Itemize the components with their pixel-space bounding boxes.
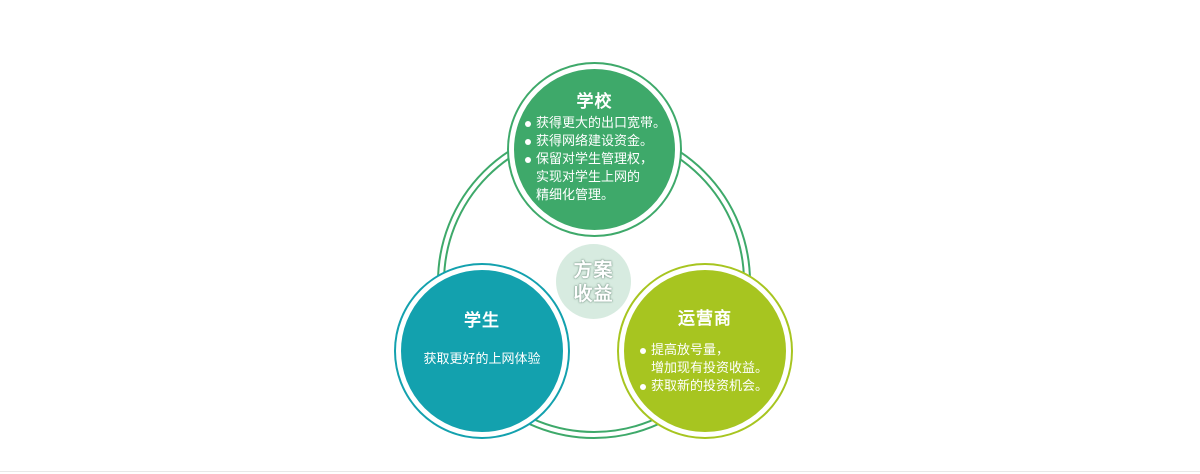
- bottom-divider: [0, 471, 1200, 472]
- school-title: 学校: [576, 92, 613, 112]
- operator-benefit-text: 提高放号量，: [651, 343, 730, 358]
- school-benefit-item: 获得网络建设资金。: [525, 133, 666, 151]
- student-benefit-text: 获取更好的上网体验: [423, 352, 541, 367]
- center-label-line1: 方案: [573, 258, 614, 281]
- school-circle: 学校 获得更大的出口宽带。 获得网络建设资金。 保留对学生管理权， 实现对学生上…: [509, 64, 680, 235]
- school-benefit-item: 保留对学生管理权， 实现对学生上网的 精细化管理。: [525, 151, 666, 205]
- school-benefit-item: 获得更大的出口宽带。: [525, 115, 666, 133]
- operator-title: 运营商: [678, 309, 732, 329]
- student-circle: 学生 获取更好的上网体验: [396, 265, 568, 437]
- operator-circle: 运营商 提高放号量， 增加现有投资收益。 获取新的投资机会。: [619, 265, 791, 437]
- operator-benefit-item: 获取新的投资机会。: [640, 378, 768, 396]
- school-benefit-text: 精细化管理。: [536, 188, 615, 203]
- operator-benefit-list: 提高放号量， 增加现有投资收益。 获取新的投资机会。: [640, 342, 768, 396]
- school-benefit-text: 实现对学生上网的: [536, 170, 641, 185]
- student-title: 学生: [464, 311, 500, 331]
- operator-benefit-item: 提高放号量， 增加现有投资收益。: [640, 342, 768, 378]
- school-benefit-text: 保留对学生管理权，: [536, 152, 654, 167]
- operator-benefit-text: 获取新的投资机会。: [651, 379, 769, 394]
- center-badge: 方案 收益: [556, 244, 631, 319]
- school-benefit-list: 获得更大的出口宽带。 获得网络建设资金。 保留对学生管理权， 实现对学生上网的 …: [525, 115, 666, 205]
- school-benefit-text: 获得更大的出口宽带。: [536, 116, 667, 131]
- operator-benefit-text: 增加现有投资收益。: [651, 361, 769, 376]
- school-benefit-text: 获得网络建设资金。: [536, 134, 654, 149]
- center-label-line2: 收益: [573, 282, 614, 305]
